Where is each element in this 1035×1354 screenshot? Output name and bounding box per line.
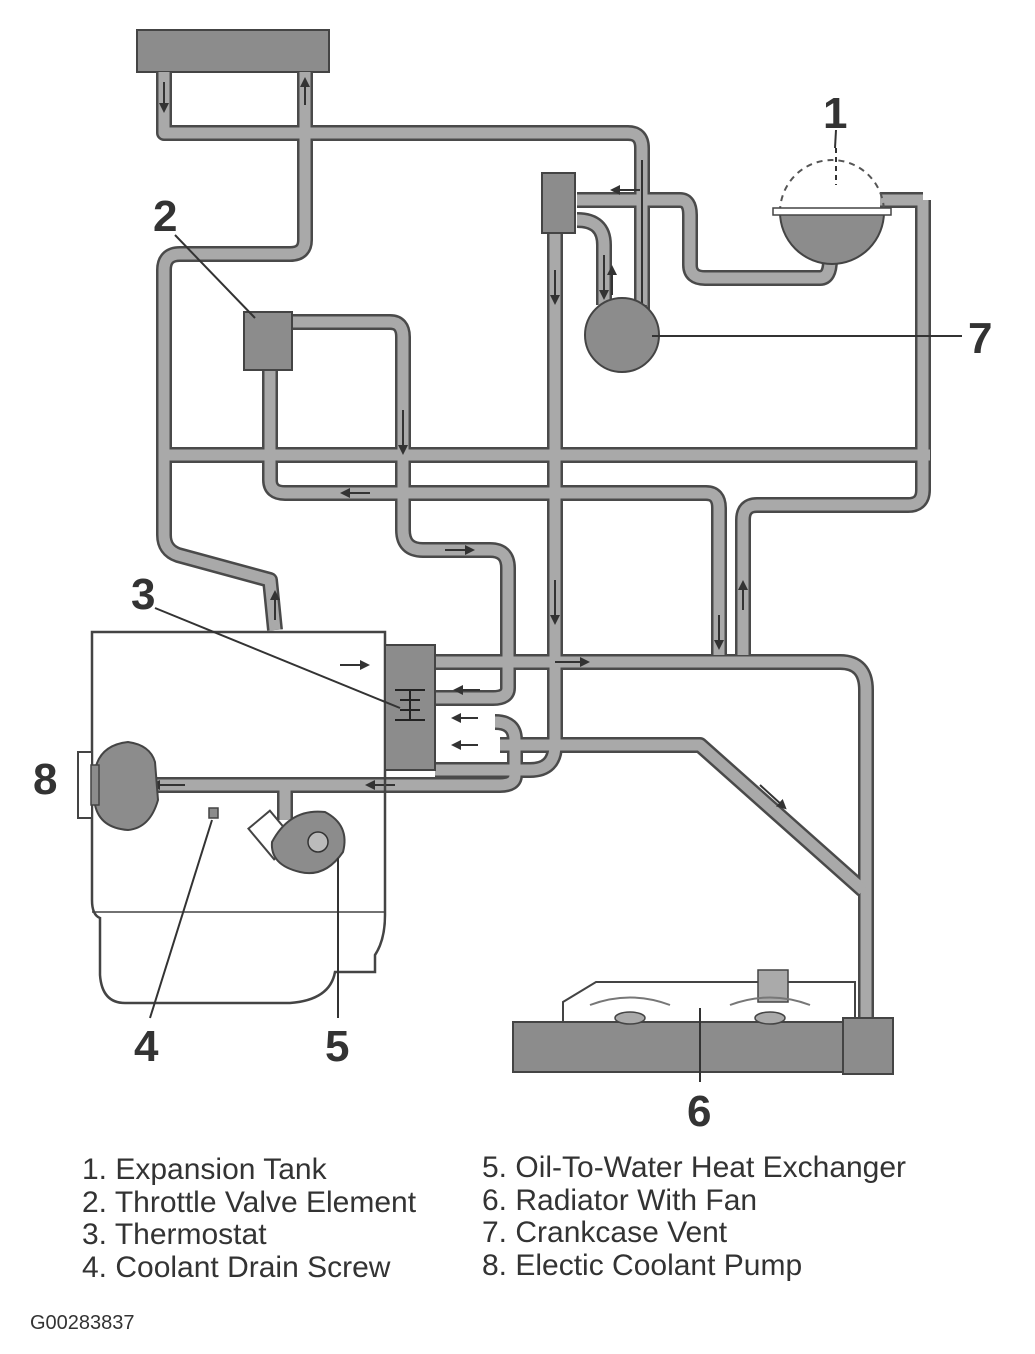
callout-5: 5 xyxy=(325,1022,350,1071)
legend-right: 5. Oil-To-Water Heat Exchanger 6. Radiat… xyxy=(482,1151,907,1282)
legend-item-3: 3. Thermostat xyxy=(82,1218,267,1251)
expansion-tank xyxy=(772,159,892,265)
leader-lines xyxy=(149,129,962,1082)
coolant-drain-screw xyxy=(208,807,219,819)
callout-4: 4 xyxy=(134,1022,159,1071)
legend-left: 1. Expansion Tank 2. Throttle Valve Elem… xyxy=(82,1153,417,1284)
callout-8: 8 xyxy=(33,755,58,804)
electric-coolant-pump xyxy=(94,740,160,832)
callout-1: 1 xyxy=(823,89,848,138)
engine-block xyxy=(90,630,387,1005)
figure-id: G00283837 xyxy=(30,1312,135,1334)
legend-item-4: 4. Coolant Drain Screw xyxy=(82,1250,391,1284)
legend-item-1: 1. Expansion Tank xyxy=(82,1153,327,1186)
thermostat-housing xyxy=(384,644,436,771)
pipe-junction-block xyxy=(541,172,576,234)
legend-item-6: 6. Radiator With Fan xyxy=(482,1183,758,1217)
flow-arrows xyxy=(150,77,787,810)
coolant-pipes-fill xyxy=(148,72,930,1018)
radiator-with-fan xyxy=(512,969,894,1075)
legend-item-7: 7. Crankcase Vent xyxy=(482,1216,728,1249)
callout-6: 6 xyxy=(687,1087,712,1136)
heater-core xyxy=(136,29,330,73)
thermostat-element xyxy=(395,689,425,721)
pump-flange xyxy=(77,751,93,819)
callout-7: 7 xyxy=(968,314,993,363)
callout-2: 2 xyxy=(153,192,178,241)
callout-3: 3 xyxy=(131,570,156,619)
legend-item-5: 5. Oil-To-Water Heat Exchanger xyxy=(482,1151,907,1184)
oil-to-water-heat-exchanger xyxy=(247,809,346,874)
legend-item-8: 8. Electic Coolant Pump xyxy=(482,1248,803,1282)
throttle-valve-element xyxy=(243,311,293,371)
legend-item-2: 2. Throttle Valve Element xyxy=(82,1185,417,1219)
crankcase-vent xyxy=(584,297,660,373)
